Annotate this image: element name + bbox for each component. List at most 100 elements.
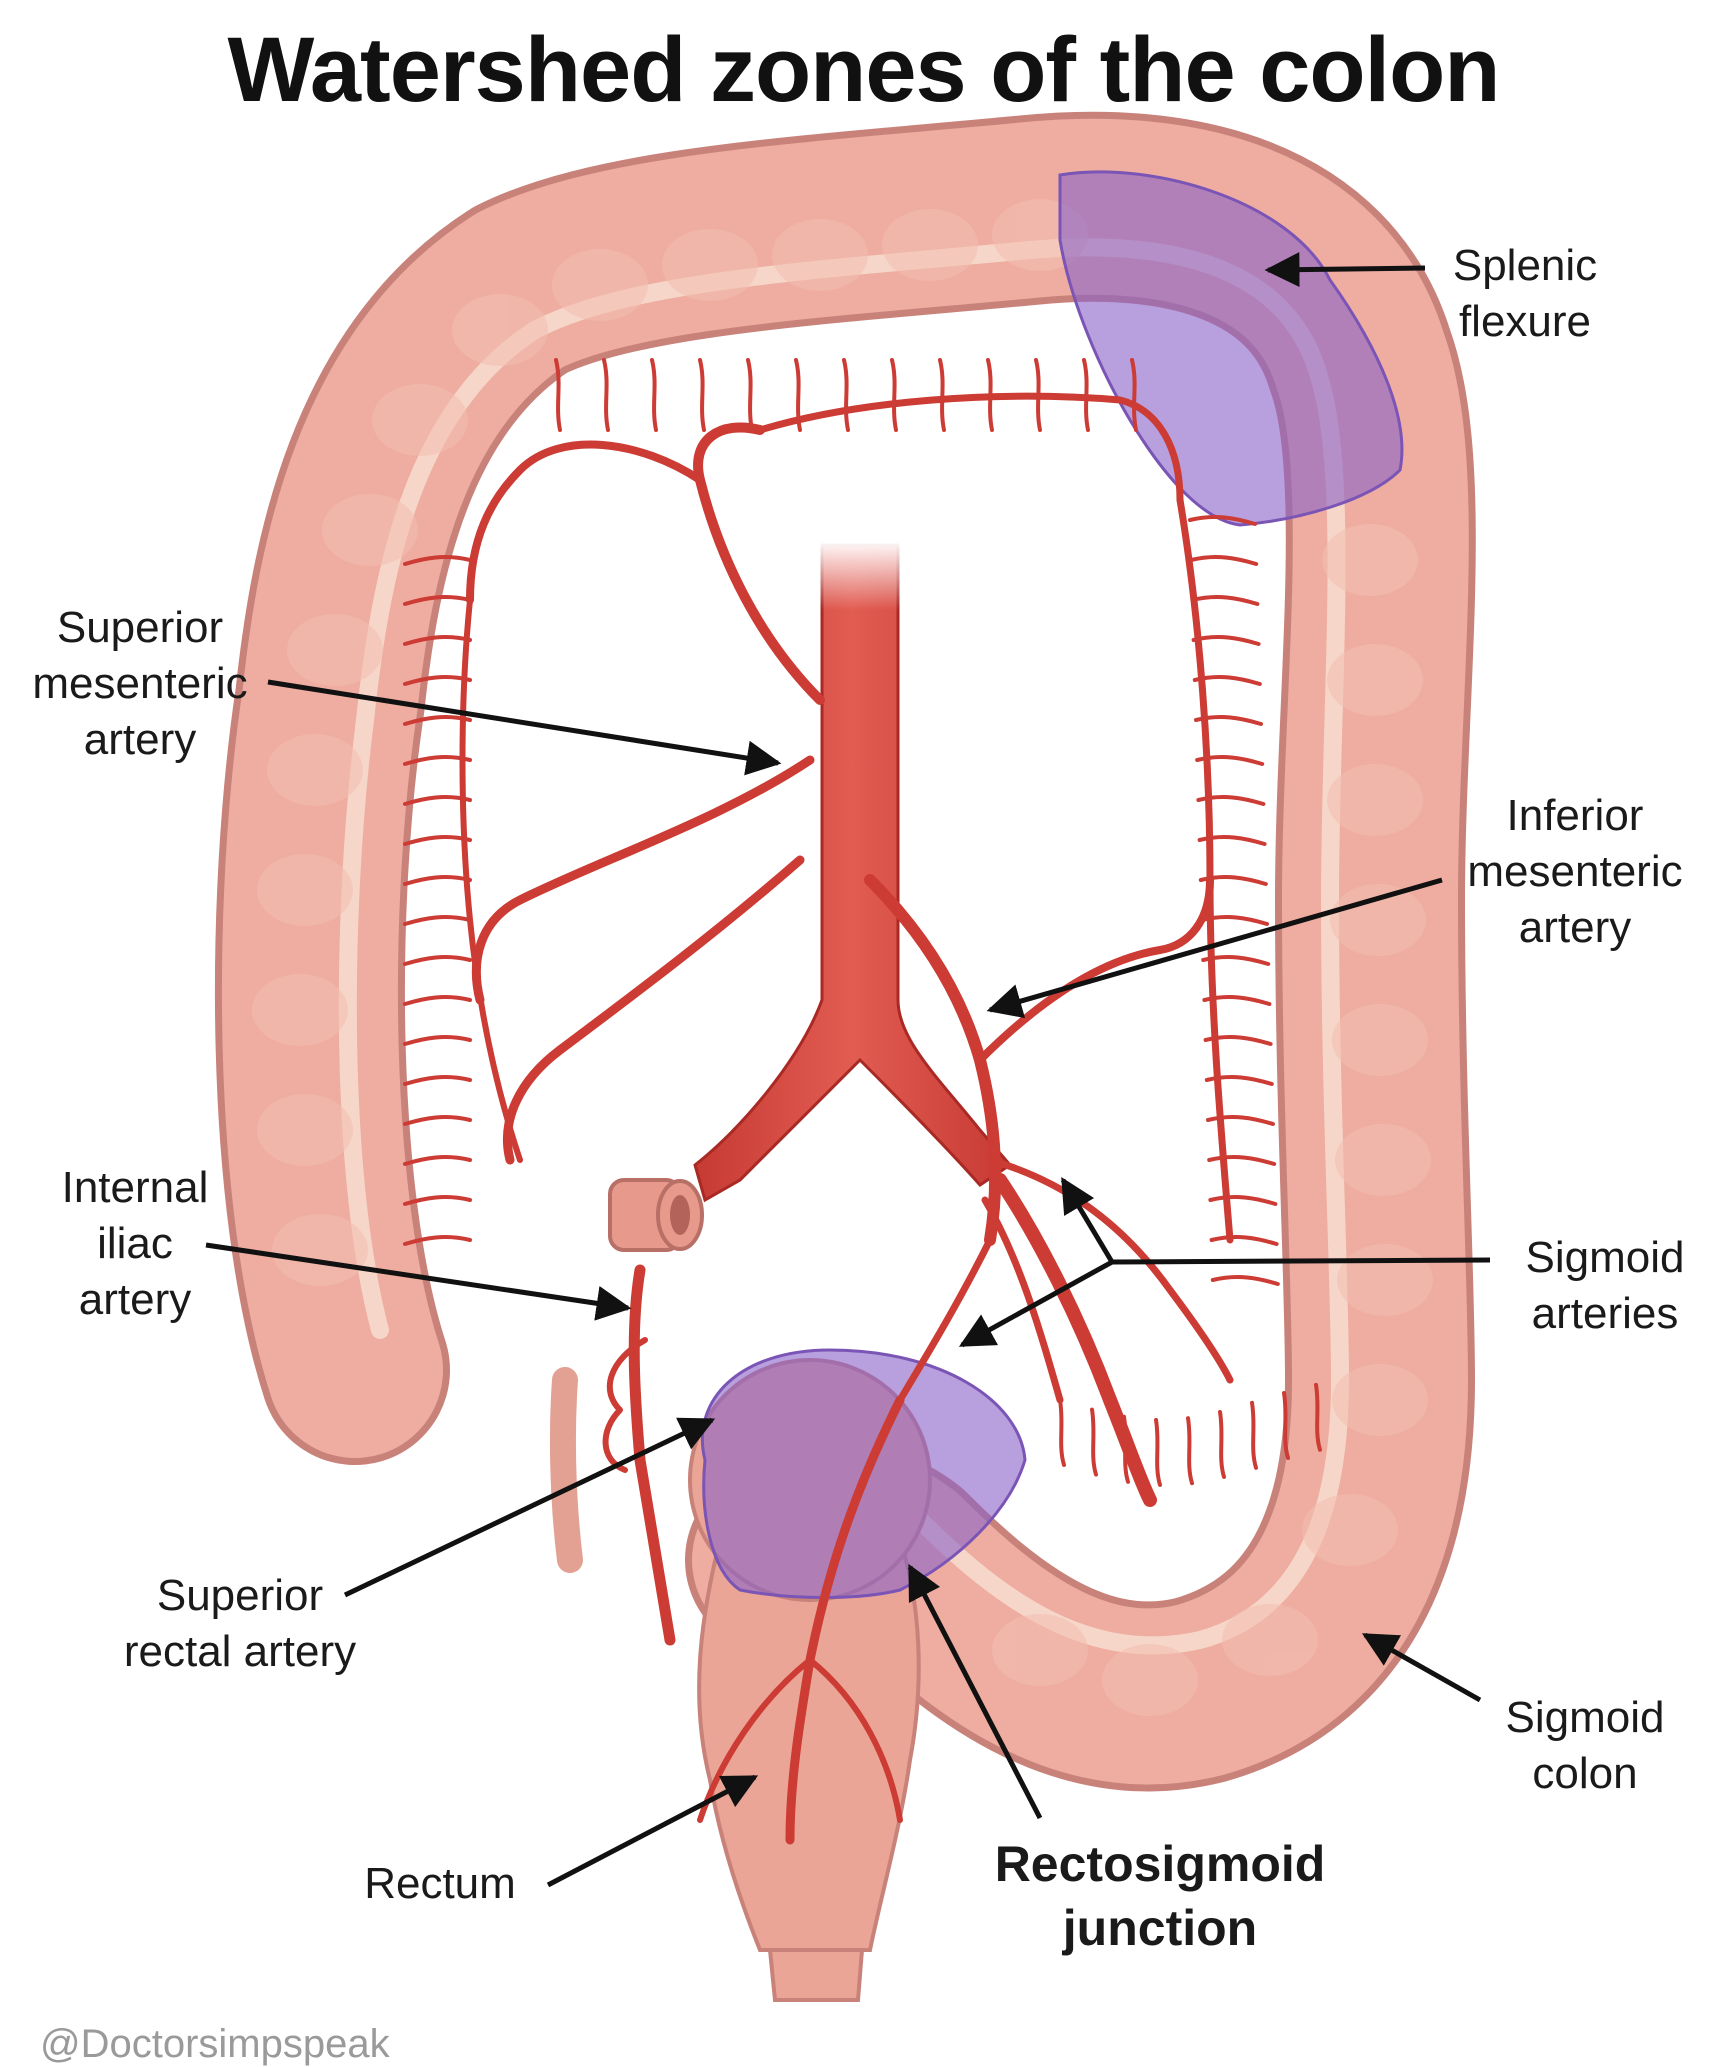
- vasa-recta-left: [1203, 1035, 1273, 1046]
- vasa-recta-right: [403, 1035, 472, 1046]
- vasa-recta-left: [1206, 1115, 1275, 1126]
- vasa-recta-right: [403, 795, 472, 806]
- vasa-recta-left: [1210, 1275, 1280, 1286]
- vasa-recta-left: [1209, 1235, 1279, 1246]
- marginal-artery-transverse: [756, 392, 1184, 504]
- arrow-rectum: [546, 1774, 759, 1888]
- arrow-sigmoid-arteries-shaft: [1111, 1257, 1491, 1265]
- sigmoid-artery-2: [981, 1196, 1064, 1404]
- vasa-recta-transverse: [1130, 358, 1138, 432]
- vasa-recta-transverse: [746, 358, 754, 432]
- vasa-recta-left: [1188, 515, 1257, 526]
- leader-arrows: [205, 252, 1491, 1888]
- vasa-recta-left: [1201, 955, 1271, 966]
- vasa-recta-right: [403, 1115, 472, 1126]
- vasa-recta-right: [403, 675, 472, 686]
- haustrum: [1335, 1124, 1431, 1196]
- vasa-recta-right: [403, 875, 472, 886]
- sma-branch-right-colic: [471, 755, 815, 1005]
- arrow-inferior-mesenteric-artery: [986, 877, 1443, 1019]
- arrow-superior-rectal-artery: [343, 1417, 716, 1598]
- vasa-recta-right: [403, 835, 472, 846]
- vasa-recta-left: [1207, 1155, 1277, 1166]
- haustrum: [1302, 1494, 1398, 1566]
- vasa-recta-transverse: [986, 358, 994, 432]
- vasa-recta-transverse: [842, 358, 850, 432]
- vasa-recta-left: [1204, 1075, 1274, 1086]
- sigmoid-artery-3: [896, 1236, 994, 1404]
- vasa-recta-right: [403, 1195, 472, 1206]
- haustrum: [1337, 1244, 1433, 1316]
- internal-iliac-branches: [602, 1337, 648, 1473]
- sma-branch-ileocolic: [502, 855, 805, 1165]
- vasa-recta-sigmoid: [1250, 1400, 1258, 1470]
- iliac-stump: [549, 1178, 704, 1573]
- vasa-recta-left: [1200, 915, 1269, 926]
- vasa-recta-transverse: [650, 358, 658, 432]
- vasa-recta-left: [1197, 835, 1267, 846]
- vasa-recta-left: [1190, 595, 1260, 606]
- rectal-branch-left: [697, 1657, 813, 1823]
- haustrum: [772, 219, 868, 291]
- vasa-recta-transverse: [698, 358, 706, 432]
- vasa-recta-transverse: [794, 358, 802, 432]
- watermark: @Doctorsimpspeak: [40, 2022, 390, 2066]
- rectal-branch-right: [807, 1657, 903, 1823]
- vasa-recta-left: [1198, 875, 1268, 886]
- haustrum: [1322, 524, 1418, 596]
- sma-arcade: [466, 440, 704, 604]
- haustrum: [1327, 644, 1423, 716]
- haustrum: [662, 229, 758, 301]
- haustrum: [267, 734, 363, 806]
- vasa-recta-sigmoid: [1218, 1409, 1226, 1479]
- arrow-internal-iliac-artery: [205, 1242, 632, 1321]
- marginal-artery-left: [1176, 496, 1234, 1244]
- arrow-sigmoid-arteries-a: [1060, 1176, 1115, 1264]
- vasa-recta-transverse: [1082, 358, 1090, 432]
- vasa-recta-right: [403, 995, 472, 1006]
- haustrum: [272, 1214, 368, 1286]
- haustrum: [252, 974, 348, 1046]
- vasa-recta-sigmoid: [1314, 1382, 1322, 1452]
- haustrum: [372, 384, 468, 456]
- vasa-recta-right: [403, 555, 472, 566]
- arrow-sigmoid-colon: [1361, 1632, 1482, 1703]
- haustrum: [1332, 1004, 1428, 1076]
- haustrum: [1332, 1364, 1428, 1436]
- haustrum: [992, 1614, 1088, 1686]
- vasa-recta-sigmoid: [1186, 1416, 1194, 1486]
- haustrum: [1330, 884, 1426, 956]
- vasa-recta-right: [403, 955, 472, 966]
- vasa-recta-sigmoid: [1282, 1390, 1290, 1460]
- vasa-recta-left: [1191, 635, 1261, 646]
- diagram-title: Watershed zones of the colon: [227, 19, 1500, 121]
- vasa-recta-left: [1194, 715, 1263, 726]
- vasa-recta-transverse: [1034, 358, 1042, 432]
- left-colic-artery: [976, 876, 1214, 1064]
- superior-rectal-artery: [785, 1395, 905, 1845]
- vasa-recta-transverse: [602, 358, 610, 432]
- haustrum: [1102, 1644, 1198, 1716]
- colon-haustra: [252, 199, 1433, 1716]
- vasa-recta-right: [403, 635, 472, 646]
- arrow-splenic-flexure: [1264, 252, 1426, 288]
- haustrum: [1222, 1604, 1318, 1676]
- vasa-recta-left: [1195, 755, 1265, 766]
- vasa-recta-left: [1202, 995, 1272, 1006]
- vasa-recta-transverse: [890, 358, 898, 432]
- arrow-sigmoid-arteries-b: [958, 1259, 1114, 1348]
- haustrum: [257, 1094, 353, 1166]
- sigmoid-artery-1: [986, 1156, 1234, 1384]
- vasa-recta-right: [403, 755, 472, 766]
- vasa-recta-sigmoid: [1154, 1417, 1162, 1487]
- vasa-recta-sigmoid: [1122, 1414, 1130, 1484]
